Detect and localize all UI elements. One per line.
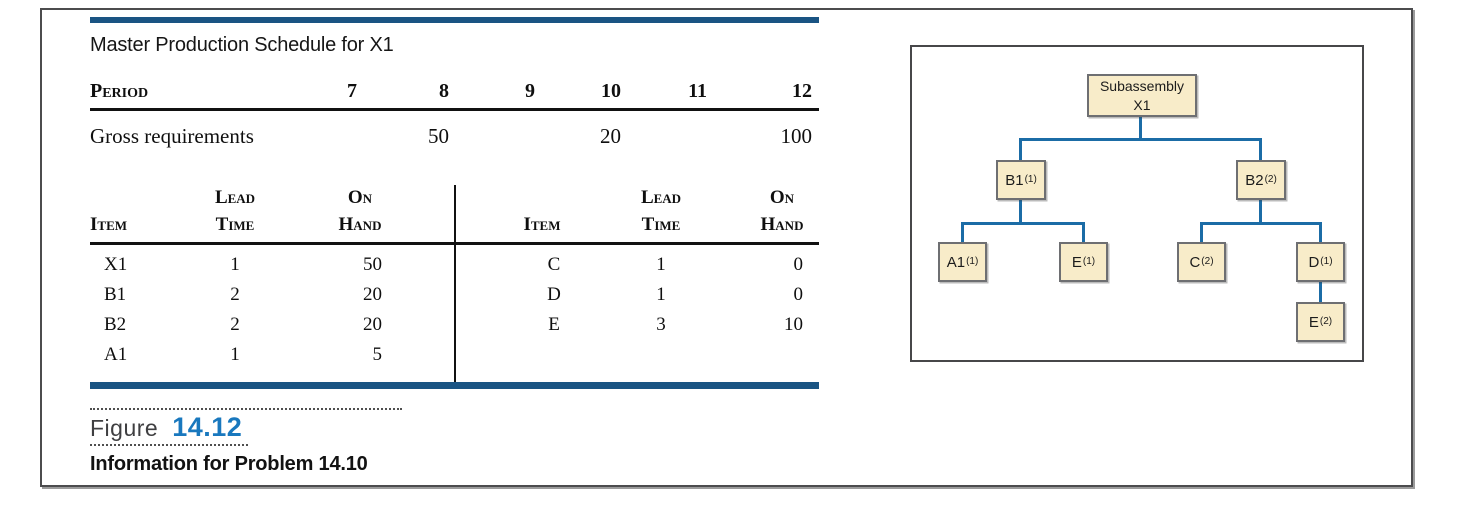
node-label: B1 (1005, 171, 1024, 189)
item-cell: B2 (104, 314, 127, 335)
tree-connector (1019, 138, 1022, 162)
node-qty: (1) (1082, 256, 1096, 267)
item-cell: C (547, 254, 561, 275)
top-blue-rule (90, 17, 819, 23)
left-lead-header: Lead (214, 187, 256, 208)
gross-value-p8: 50 (428, 124, 449, 148)
period-8: 8 (439, 80, 449, 102)
left-item-header: Item (90, 214, 128, 235)
tree-connector (961, 222, 1085, 225)
item-cell: X1 (104, 254, 128, 275)
node-label: D (1308, 253, 1320, 271)
tree-connector (1259, 138, 1262, 162)
tree-connector (1259, 198, 1262, 224)
lead-cell: 1 (230, 344, 240, 365)
hand-cell: 50 (363, 254, 382, 275)
lead-cell: 1 (656, 284, 666, 305)
lead-cell: 1 (656, 254, 666, 275)
figure-label: Figure (90, 415, 159, 441)
figure-number: 14.12 (172, 412, 243, 442)
tree-connector (1082, 222, 1085, 244)
hand-cell: 5 (372, 344, 383, 365)
node-qty: (2) (1264, 174, 1277, 185)
node-qty: (2) (1201, 256, 1214, 267)
tree-node-c: C(2) (1177, 242, 1226, 282)
tree-connector (961, 222, 964, 244)
lead-cell: 2 (230, 284, 240, 305)
gross-value-p12: 100 (780, 124, 813, 148)
tree-connector (1200, 222, 1203, 244)
tree-node-b2: B2(2) (1236, 160, 1286, 200)
tree-node-d: D(1) (1296, 242, 1345, 282)
left-hand-header: Hand (338, 214, 382, 235)
tree-node-a1: A1(1) (938, 242, 987, 282)
right-time-header: Time (641, 214, 681, 235)
node-qty: (2) (1319, 316, 1333, 327)
column-divider (454, 185, 456, 382)
node-label: E (1308, 313, 1319, 331)
figure-caption: Information for Problem 14.10 (90, 453, 368, 475)
mps-title: Master Production Schedule for X1 (90, 34, 394, 56)
hand-cell: 20 (363, 284, 382, 305)
tree-connector (1019, 198, 1022, 224)
node-qty: (1) (1320, 256, 1333, 267)
lead-cell: 2 (230, 314, 240, 335)
gross-value-p10: 20 (600, 124, 621, 148)
period-12: 12 (792, 80, 812, 102)
right-hand-header: Hand (760, 214, 804, 235)
tree-node-e1: E(1) (1059, 242, 1108, 282)
tree-connector (1319, 280, 1322, 304)
right-item-header: Item (523, 214, 561, 235)
node-label: X1 (1133, 96, 1151, 113)
node-label: C (1189, 253, 1201, 271)
node-qty: (1) (966, 256, 979, 267)
node-label: B2 (1245, 171, 1264, 189)
item-cell: A1 (104, 344, 128, 365)
node-label: E (1071, 253, 1082, 271)
node-label: A1 (946, 253, 966, 271)
period-rule (90, 108, 819, 111)
lead-cell: 1 (230, 254, 240, 275)
right-on-header: On (769, 187, 795, 208)
hand-cell: 10 (784, 314, 803, 335)
tree-node-b1: B1(1) (996, 160, 1046, 200)
figure-label-row: Figure 14.12 (90, 412, 242, 443)
gross-requirements-label: Gross requirements (90, 124, 254, 148)
mps-table: Period 7 8 9 10 11 12 Gross requirements… (90, 80, 819, 180)
left-on-header: On (347, 187, 373, 208)
tree-connector (1200, 222, 1322, 225)
hand-cell: 20 (363, 314, 382, 335)
item-tables: Lead On Lead On Item Time Hand Item Time… (90, 185, 819, 390)
item-cell: B1 (104, 284, 127, 305)
period-10: 10 (601, 80, 621, 102)
figure-frame: Master Production Schedule for X1 Period… (40, 8, 1413, 487)
item-cell: D (547, 284, 561, 305)
figure-label-top-rule (90, 408, 402, 410)
period-11: 11 (688, 80, 707, 102)
item-cell: E (548, 314, 560, 335)
hand-cell: 0 (793, 254, 804, 275)
tree-connector (1319, 222, 1322, 244)
hand-cell: 0 (793, 284, 804, 305)
bottom-blue-rule (90, 382, 819, 389)
node-label: Subassembly (1099, 78, 1185, 95)
left-time-header: Time (215, 214, 255, 235)
lead-cell: 3 (656, 314, 666, 335)
figure-label-bottom-rule (90, 444, 248, 446)
tree-connector (1139, 115, 1142, 140)
node-qty: (1) (1024, 174, 1037, 185)
product-structure-panel: Subassembly X1 B1(1) B2(2) A1(1) E(1) C(… (910, 45, 1364, 362)
tree-node-e2: E(2) (1296, 302, 1345, 342)
period-header: Period (90, 80, 149, 102)
period-9: 9 (525, 80, 535, 102)
period-7: 7 (347, 80, 357, 102)
tree-node-subassembly-x1: Subassembly X1 (1087, 74, 1197, 117)
right-lead-header: Lead (640, 187, 682, 208)
tree-connector (1019, 138, 1262, 141)
